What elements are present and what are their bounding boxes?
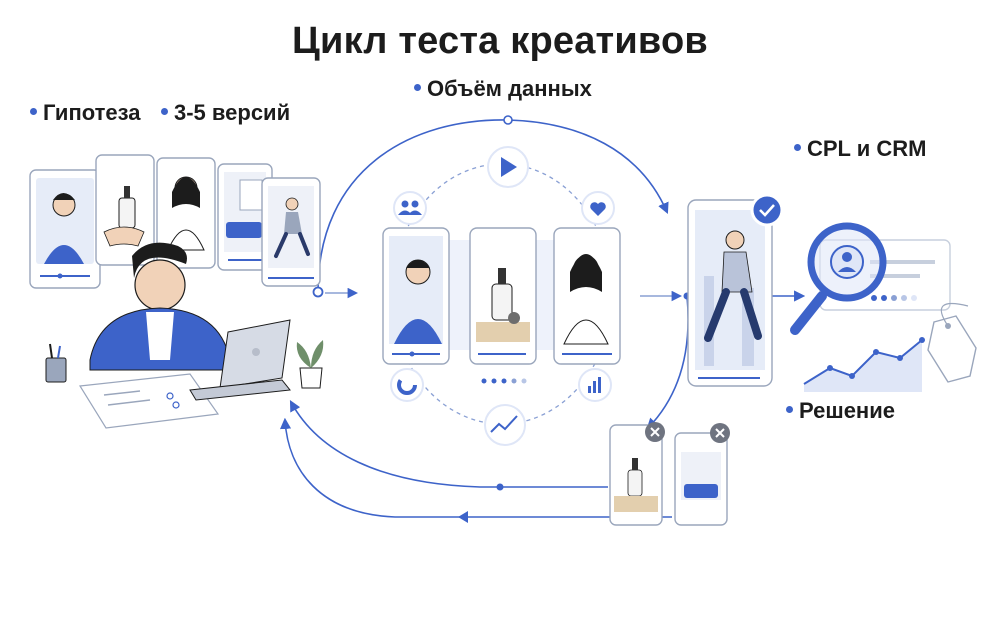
heart-icon	[581, 191, 615, 225]
label-hypothesis: Гипотеза	[30, 100, 141, 126]
laptop	[189, 319, 291, 401]
bullet-dot	[30, 107, 37, 115]
bullet-dot	[794, 143, 801, 151]
pagination-dots	[481, 378, 527, 384]
cycle-node-top	[503, 115, 513, 125]
version-card-2	[95, 154, 155, 266]
person-at-laptop	[89, 242, 231, 371]
version-card-5	[261, 177, 321, 287]
rejected-card-room	[674, 432, 728, 526]
label-versions: 3-5 версий	[161, 100, 290, 126]
label-decision: Решение	[786, 398, 895, 424]
label-data-volume: Объём данных	[414, 76, 592, 102]
pie-chart-icon	[390, 368, 424, 402]
cycle-node-left	[312, 286, 324, 298]
growth-chart	[803, 337, 925, 392]
version-card-4	[217, 163, 273, 271]
close-icon	[645, 422, 665, 442]
tag-icon	[927, 302, 977, 383]
checkmark-icon	[750, 193, 784, 227]
test-card-man	[382, 227, 450, 365]
pencil-cup	[45, 343, 67, 383]
bullet-dot	[414, 83, 421, 91]
close-icon	[710, 423, 730, 443]
winner-card	[687, 199, 773, 387]
desk-notepad	[78, 373, 220, 429]
cycle-return-outer	[279, 417, 672, 518]
magnifier-icon	[790, 222, 887, 335]
label-cpl-crm: CPL и CRM	[794, 136, 926, 162]
cycle-node-bottom	[496, 483, 504, 491]
play-icon	[487, 146, 529, 188]
potted-plant	[296, 340, 324, 389]
bullet-dot	[161, 107, 168, 115]
test-card-woman	[553, 227, 621, 365]
cycle-arc-top	[317, 119, 669, 293]
bullet-dot	[786, 405, 793, 413]
bar-chart-icon	[578, 368, 612, 402]
rejected-card-product	[609, 424, 663, 526]
people-icon	[393, 191, 427, 225]
cycle-arc-right	[646, 295, 689, 430]
version-card-3	[156, 157, 216, 269]
diagram-title: Цикл теста креативов	[292, 20, 708, 62]
test-card-product	[469, 227, 537, 365]
return-arrowhead	[458, 511, 468, 523]
trend-icon	[484, 404, 526, 446]
cycle-return-inner	[289, 400, 608, 488]
version-card-1	[29, 169, 101, 289]
